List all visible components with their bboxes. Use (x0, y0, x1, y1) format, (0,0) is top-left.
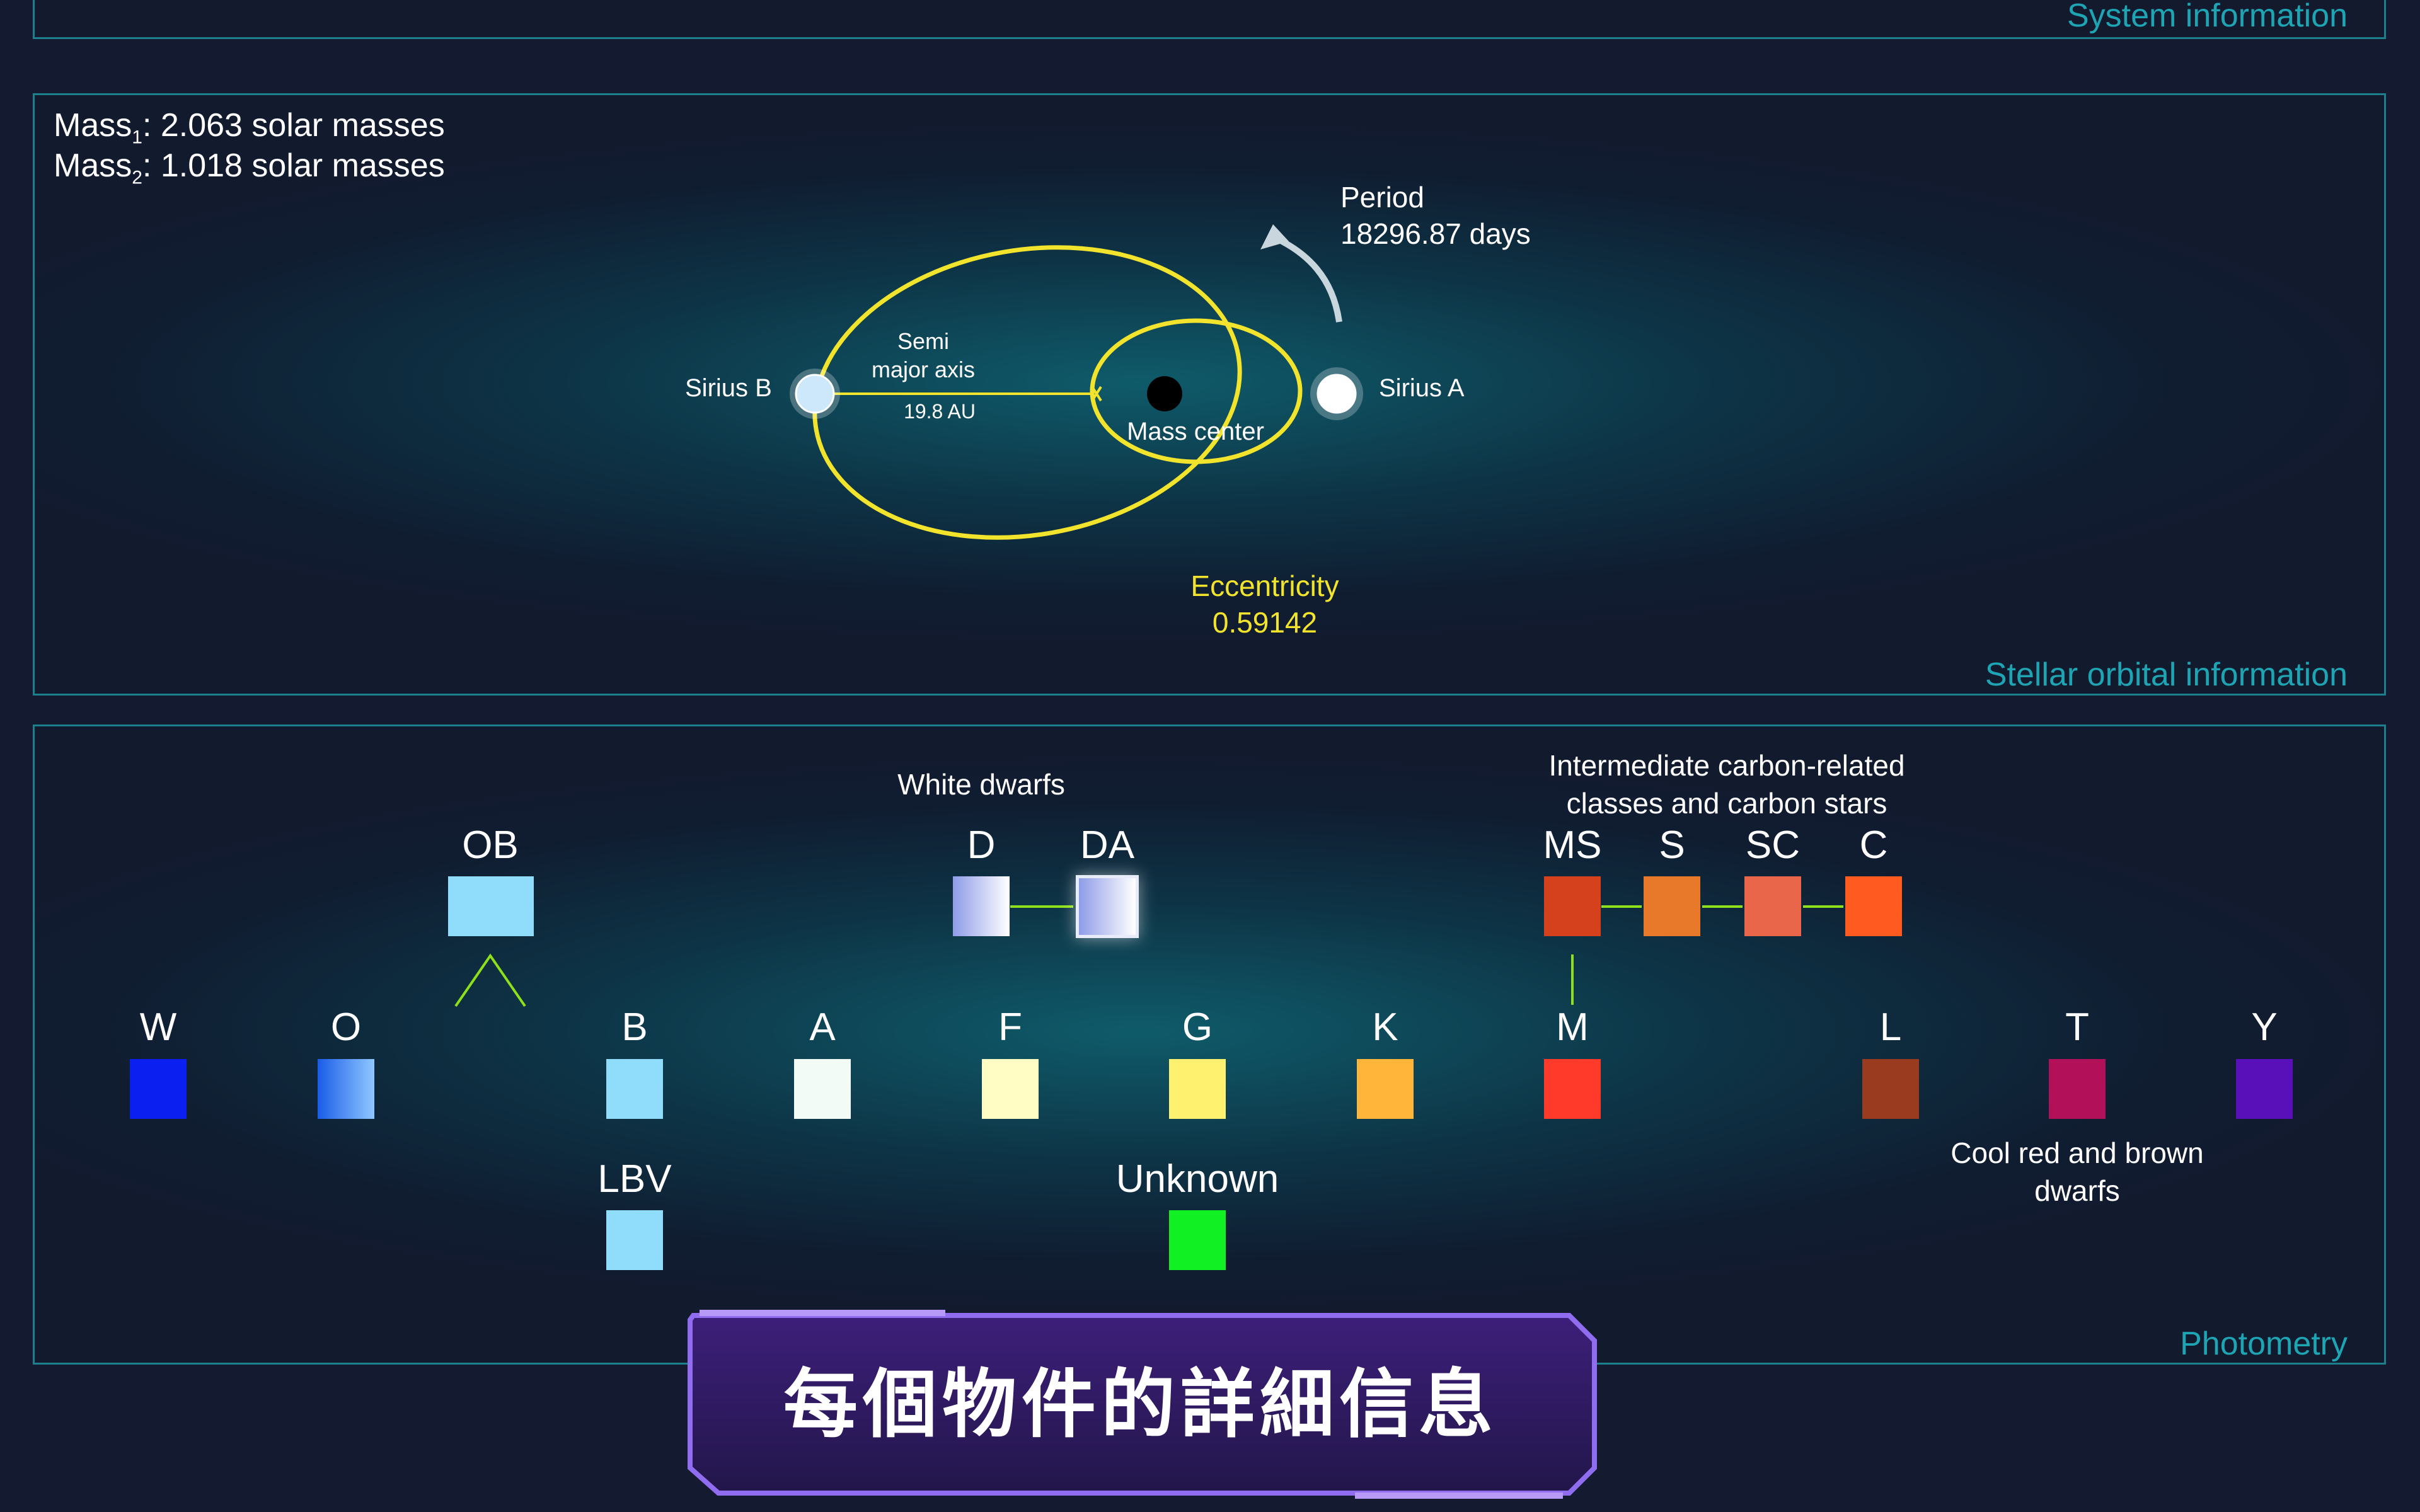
class-label-ob: OB (462, 823, 519, 867)
class-swatch-t[interactable] (2049, 1059, 2106, 1119)
orbit-diagram (790, 224, 1363, 540)
cool-dwarfs-label-line2: dwarfs (2034, 1174, 2120, 1207)
class-label-m: M (1556, 1005, 1589, 1049)
class-swatch-g[interactable] (1169, 1059, 1226, 1119)
class-swatch-f[interactable] (982, 1059, 1039, 1119)
class-swatch-o[interactable] (318, 1059, 374, 1119)
class-swatch-ob[interactable] (448, 876, 534, 936)
mass-center-label: Mass center (1127, 418, 1264, 445)
class-swatch-c[interactable] (1845, 876, 1902, 936)
class-swatch-l[interactable] (1862, 1059, 1919, 1119)
system-info-panel[interactable]: System information (33, 0, 2386, 39)
mass1-text: Mass1: 2.063 solar masses (54, 107, 445, 148)
period-value: 18296.87 days (1340, 217, 1531, 250)
class-label-o: O (330, 1005, 362, 1049)
class-label-a: A (809, 1005, 836, 1049)
orbital-info-panel: Mass1: 2.063 solar masses Mass2: 1.018 s… (33, 93, 2386, 696)
sirius-a-label: Sirius A (1379, 374, 1465, 402)
class-label-b: B (621, 1005, 648, 1049)
mass2-text: Mass2: 1.018 solar masses (54, 147, 445, 188)
semi-major-value: 19.8 AU (904, 400, 976, 423)
class-swatch-k[interactable] (1357, 1059, 1414, 1119)
axis-end-marker (1091, 386, 1102, 402)
carbon-label-line2: classes and carbon stars (1566, 787, 1887, 820)
class-swatch-a[interactable] (794, 1059, 851, 1119)
eccentricity-value: 0.59142 (1212, 606, 1318, 639)
class-label-unknown: Unknown (1115, 1157, 1279, 1201)
class-swatch-d[interactable] (953, 876, 1010, 936)
carbon-label-line1: Intermediate carbon-related (1548, 749, 1905, 782)
photometry-title: Photometry (2180, 1326, 2348, 1362)
class-label-s: S (1659, 823, 1685, 867)
class-label-l: L (1879, 1005, 1902, 1049)
period-arrowhead (1260, 224, 1289, 249)
orbit-b (812, 245, 1242, 540)
sirius-b-label: Sirius B (685, 374, 772, 402)
class-swatch-y[interactable] (2236, 1059, 2293, 1119)
class-swatch-lbv[interactable] (606, 1210, 663, 1270)
sirius-a-star-icon (1310, 367, 1363, 420)
class-swatch-w[interactable] (130, 1059, 187, 1119)
class-swatch-ms[interactable] (1544, 876, 1601, 936)
class-label-g: G (1182, 1005, 1213, 1049)
period-label: Period (1340, 181, 1424, 214)
period-arrow (1271, 234, 1342, 323)
class-swatch-unknown[interactable] (1169, 1210, 1226, 1270)
class-label-w: W (139, 1005, 177, 1049)
class-label-y: Y (2251, 1005, 2278, 1049)
class-label-c: C (1859, 823, 1888, 867)
class-swatch-s[interactable] (1644, 876, 1700, 936)
semi-major-line2: major axis (871, 357, 976, 382)
ob-branch-line (454, 953, 526, 1007)
eccentricity-label: Eccentricity (1190, 570, 1339, 602)
class-label-da: DA (1080, 823, 1135, 867)
banner-title: 每個物件的詳細信息 (783, 1363, 1498, 1446)
class-swatch-b[interactable] (606, 1059, 663, 1119)
class-label-d: D (967, 823, 996, 867)
semi-major-line1: Semi (897, 328, 950, 354)
class-label-k: K (1372, 1005, 1398, 1049)
system-info-title: System information (2066, 0, 2348, 34)
orbit-a (1090, 318, 1303, 464)
photometry-panel: White dwarfs Intermediate carbon-related… (33, 724, 2386, 1365)
sirius-b-star-icon (790, 369, 840, 419)
class-label-ms: MS (1543, 823, 1602, 867)
class-label-lbv: LBV (597, 1157, 672, 1201)
white-dwarfs-label: White dwarfs (897, 768, 1065, 801)
orbital-info-title: Stellar orbital information (1985, 656, 2348, 693)
class-label-t: T (2065, 1005, 2089, 1049)
class-label-f: F (998, 1005, 1022, 1049)
cool-dwarfs-label-line1: Cool red and brown (1950, 1137, 2204, 1169)
orbital-glow (35, 95, 2384, 694)
mass-center-dot (1147, 376, 1182, 411)
class-swatch-da[interactable] (1076, 875, 1139, 938)
classification-connectors (454, 905, 1843, 1007)
class-swatch-sc[interactable] (1744, 876, 1801, 936)
class-swatch-m[interactable] (1544, 1059, 1601, 1119)
class-label-sc: SC (1745, 823, 1801, 867)
